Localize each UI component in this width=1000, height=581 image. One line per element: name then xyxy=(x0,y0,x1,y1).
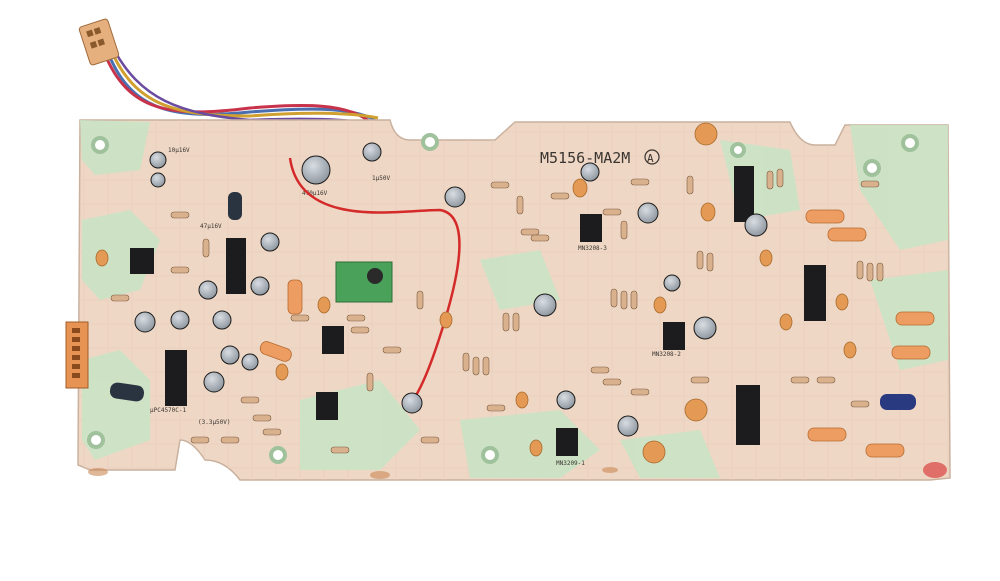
resistor xyxy=(630,178,650,186)
resistor xyxy=(856,260,864,280)
label-cap-3350: (3.3μ50V) xyxy=(198,419,231,426)
resistor xyxy=(686,175,694,195)
ceramic-capacitors xyxy=(95,122,857,464)
resistor xyxy=(860,180,880,188)
resistor xyxy=(170,266,190,274)
revision-mark: A xyxy=(647,152,654,165)
label-mn3209: MN3209-1 xyxy=(556,460,585,467)
resistor xyxy=(486,404,506,412)
label-cap-47: 47μ16V xyxy=(200,223,222,230)
resistor xyxy=(490,181,510,189)
resistor xyxy=(472,356,480,376)
silkscreen-part-number: M5156-MA2M A xyxy=(540,149,660,167)
resistor xyxy=(620,290,628,310)
solder-stains xyxy=(88,462,947,479)
resistor xyxy=(530,234,550,242)
resistor xyxy=(790,376,810,384)
resistor xyxy=(696,250,704,270)
label-cap-10: 10μ16V xyxy=(168,147,190,154)
resistor xyxy=(462,352,470,372)
resistor xyxy=(220,436,240,444)
resistor xyxy=(850,400,870,408)
resistor xyxy=(330,446,350,454)
resistor xyxy=(602,378,622,386)
label-mn3208-b: MN3208-2 xyxy=(652,351,681,358)
resistor xyxy=(110,294,130,302)
label-cap-1050: 1μ50V xyxy=(372,175,390,182)
resistor xyxy=(202,238,210,258)
resistor xyxy=(382,346,402,354)
resistor xyxy=(550,192,570,200)
resistor xyxy=(290,314,310,322)
resistor xyxy=(350,326,370,334)
resistor xyxy=(520,228,540,236)
resistor xyxy=(766,170,774,190)
resistor xyxy=(776,168,784,188)
resistor xyxy=(816,376,836,384)
side-connector xyxy=(65,321,89,389)
resistor xyxy=(262,428,282,436)
resistor xyxy=(240,396,260,404)
electrolytic-capacitors xyxy=(134,142,768,437)
resistor xyxy=(876,262,884,282)
label-cap-470: 470μ16V xyxy=(302,190,328,197)
orange-components xyxy=(259,209,935,458)
resistor xyxy=(416,290,424,310)
resistor xyxy=(346,314,366,322)
header-connector xyxy=(78,18,120,66)
resistor xyxy=(420,436,440,444)
resistor xyxy=(516,195,524,215)
resistor xyxy=(620,220,628,240)
red-jumper-wire xyxy=(288,157,461,401)
resistor xyxy=(590,366,610,374)
resistor xyxy=(630,388,650,396)
resistor xyxy=(482,356,490,376)
part-number-label: M5156-MA2M xyxy=(540,149,630,167)
resistor xyxy=(366,372,374,392)
resistor xyxy=(190,436,210,444)
resistor xyxy=(690,376,710,384)
resistor xyxy=(252,414,272,422)
silkscreen-labels: MN3208-3 MN3208-2 MN3209-1 μPC4570C-1 47… xyxy=(150,147,681,467)
resistor xyxy=(512,312,520,332)
wire-harness xyxy=(98,45,381,127)
resistors xyxy=(110,168,884,454)
integrated-circuits xyxy=(130,166,826,456)
resistor xyxy=(602,208,622,216)
resistor xyxy=(866,262,874,282)
axial-capacitors xyxy=(109,192,916,410)
label-upc: μPC4570C-1 xyxy=(150,407,187,414)
resistor xyxy=(706,252,714,272)
green-module xyxy=(335,261,393,303)
mounting-holes xyxy=(87,133,919,464)
label-mn3208-a: MN3208-3 xyxy=(578,245,607,252)
resistor xyxy=(170,211,190,219)
resistor xyxy=(610,288,618,308)
resistor xyxy=(502,312,510,332)
resistor xyxy=(630,290,638,310)
